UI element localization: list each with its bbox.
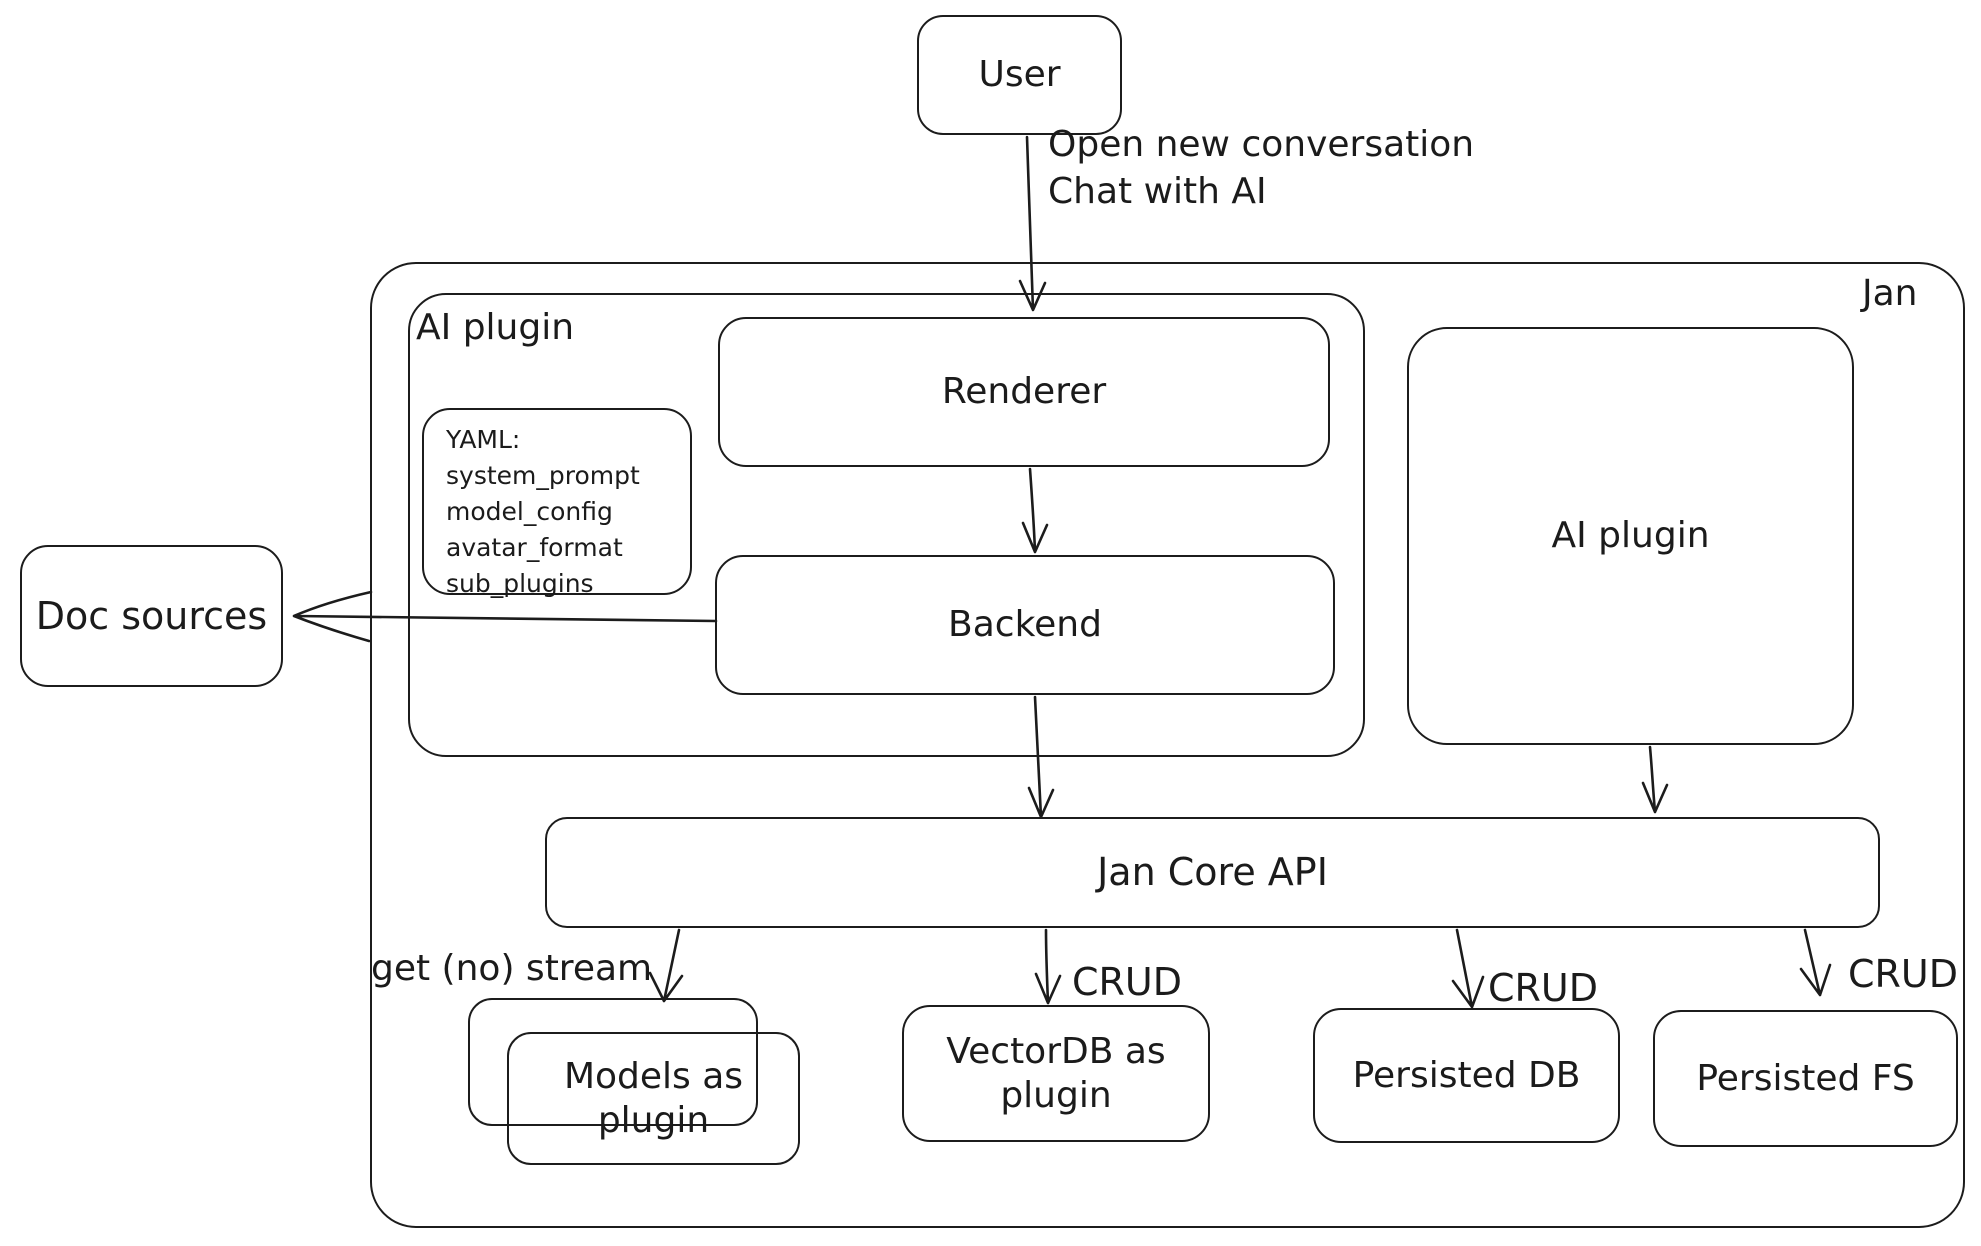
user-box: User bbox=[917, 15, 1122, 135]
vectordb-label-line2: plugin bbox=[1000, 1074, 1112, 1116]
renderer-label: Renderer bbox=[941, 371, 1107, 413]
persisted-fs-box: Persisted FS bbox=[1653, 1010, 1958, 1147]
user-label: User bbox=[978, 54, 1061, 96]
models-label-line2: plugin bbox=[597, 1099, 710, 1141]
jan-core-api-box: Jan Core API bbox=[545, 817, 1880, 928]
persisted-db-label: Persisted DB bbox=[1352, 1054, 1581, 1096]
yaml-line-model-config: model_config bbox=[446, 497, 613, 526]
vectordb-label: VectorDB as plugin bbox=[946, 1030, 1165, 1118]
label-crud-vectordb: CRUD bbox=[1072, 960, 1183, 1004]
jan-container bbox=[370, 262, 1965, 1228]
label-open-conversation-line2: Chat with AI bbox=[1048, 171, 1267, 212]
jan-label: Jan bbox=[1862, 273, 1918, 314]
yaml-line-title: YAML: bbox=[446, 425, 521, 454]
backend-label: Backend bbox=[948, 604, 1102, 646]
ai-plugin-label: AI plugin bbox=[1551, 515, 1710, 557]
doc-sources-label: Doc sources bbox=[35, 593, 268, 638]
label-crud-persisted-db: CRUD bbox=[1488, 966, 1599, 1010]
models-box: Models as plugin bbox=[507, 1032, 800, 1165]
vectordb-box: VectorDB as plugin bbox=[902, 1005, 1210, 1142]
label-crud-persisted-fs: CRUD bbox=[1848, 952, 1959, 996]
yaml-line-sub-plugins: sub_plugins bbox=[446, 569, 594, 598]
yaml-note: YAML: system_prompt model_config avatar_… bbox=[422, 408, 692, 598]
vectordb-label-line1: VectorDB as bbox=[946, 1030, 1166, 1072]
yaml-line-system-prompt: system_prompt bbox=[446, 461, 640, 490]
backend-box: Backend bbox=[715, 555, 1335, 695]
persisted-db-box: Persisted DB bbox=[1313, 1008, 1620, 1143]
doc-sources-box: Doc sources bbox=[20, 545, 283, 687]
ai-plugin-box: AI plugin bbox=[1407, 327, 1854, 745]
ai-plugin-container bbox=[408, 293, 1365, 757]
jan-core-api-label: Jan Core API bbox=[1097, 850, 1328, 895]
label-get-no-stream: get (no) stream bbox=[371, 948, 653, 989]
label-open-conversation-line1: Open new conversation bbox=[1048, 124, 1475, 165]
yaml-line-avatar-format: avatar_format bbox=[446, 533, 623, 562]
persisted-fs-label: Persisted FS bbox=[1696, 1057, 1915, 1099]
yaml-note-text: YAML: system_prompt model_config avatar_… bbox=[446, 422, 640, 602]
models-label: Models as plugin bbox=[564, 1055, 743, 1143]
label-open-conversation: Open new conversation Chat with AI bbox=[1048, 121, 1474, 215]
renderer-box: Renderer bbox=[718, 317, 1330, 467]
models-back-box bbox=[468, 998, 758, 1126]
models-label-line1: Models as bbox=[563, 1055, 744, 1097]
ai-plugin-container-label: AI plugin bbox=[416, 307, 575, 348]
